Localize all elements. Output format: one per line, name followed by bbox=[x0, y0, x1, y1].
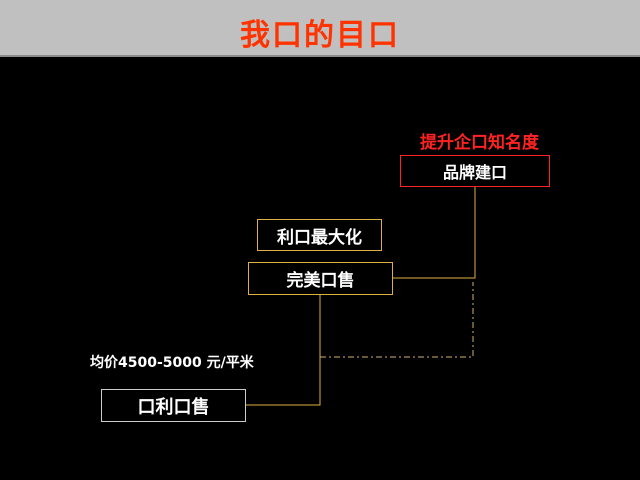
brand-goal-label: 提升企口知名度 bbox=[420, 133, 539, 153]
profit-maximization-box: 利口最大化 bbox=[257, 219, 382, 251]
average-price-label: 均价4500-5000 元/平米 bbox=[90, 355, 254, 371]
title-bar: 我口的目口 bbox=[0, 0, 640, 57]
slide-title: 我口的目口 bbox=[240, 18, 400, 53]
perfect-sales-box: 完美口售 bbox=[248, 262, 393, 295]
dashed-projection-line bbox=[320, 282, 474, 358]
brand-building-box: 品牌建口 bbox=[400, 155, 550, 187]
connector-sales-to-brand bbox=[393, 187, 476, 279]
connector-good-to-sales bbox=[246, 295, 321, 406]
smooth-sales-box: 口利口售 bbox=[101, 389, 246, 422]
